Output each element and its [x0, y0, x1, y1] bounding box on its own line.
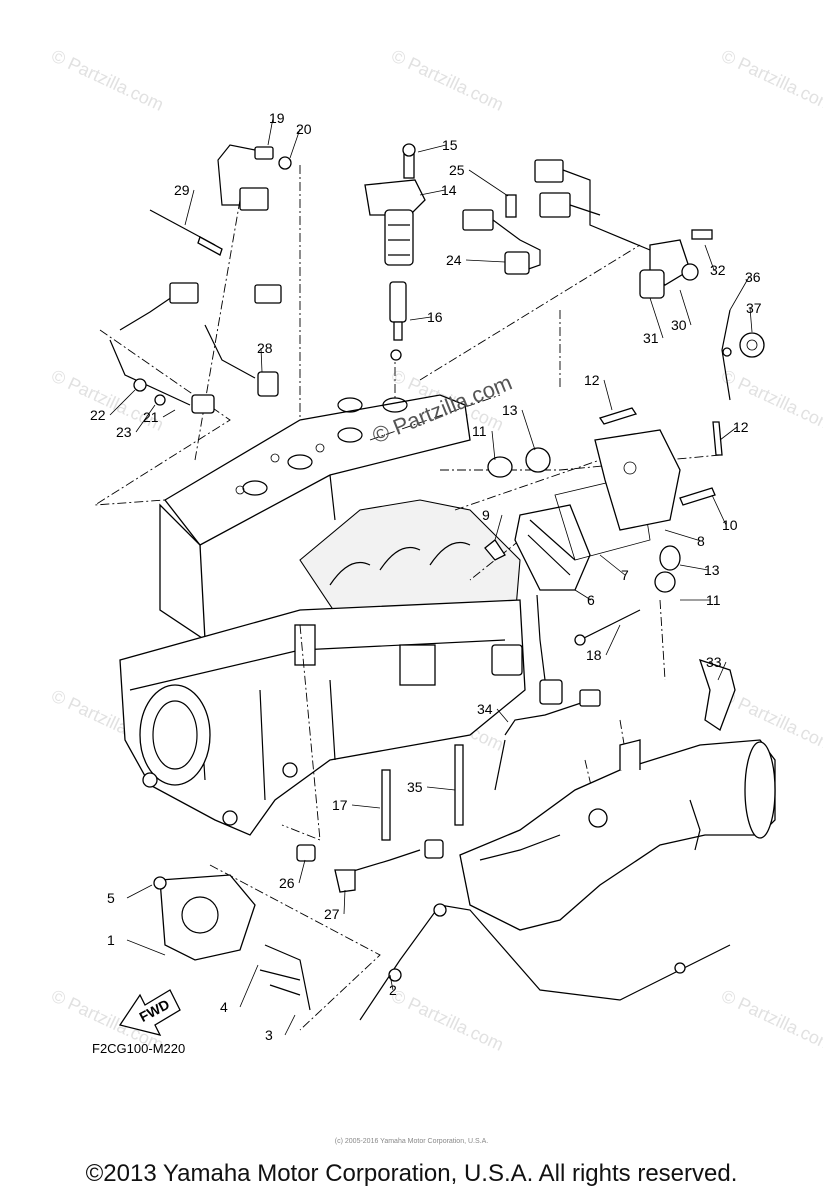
callout-4: 4 — [220, 999, 228, 1015]
throttle-body — [153, 839, 731, 1021]
callout-33: 33 — [706, 654, 722, 670]
tiny-copyright: (c) 2005-2016 Yamaha Motor Corporation, … — [334, 1138, 489, 1145]
callout-18: 18 — [586, 647, 602, 663]
callout-leader-16 — [409, 316, 432, 321]
callout-leader-34 — [496, 708, 509, 723]
callout-10: 10 — [722, 517, 738, 533]
callout-leader-33 — [717, 661, 727, 681]
callout-leader-9 — [494, 514, 503, 541]
callout-11: 11 — [472, 423, 487, 439]
callout-leader-26 — [298, 859, 306, 884]
callout-24: 24 — [446, 252, 462, 268]
watermark: © Partzilla.com — [388, 45, 506, 114]
callout-15: 15 — [442, 137, 458, 153]
callout-32: 32 — [710, 262, 726, 278]
clamp-grommet — [721, 309, 765, 401]
callout-5: 5 — [107, 890, 115, 906]
callout-leader-10 — [711, 494, 727, 526]
watermark: © Partzilla.com — [718, 985, 823, 1054]
callout-leader-27 — [343, 889, 346, 915]
callout-leader-24 — [465, 259, 506, 263]
callout-8: 8 — [697, 533, 705, 549]
callout-37: 37 — [746, 300, 762, 316]
watermark: © Partzilla.com — [48, 45, 166, 114]
callout-23: 23 — [116, 424, 132, 440]
callout-leader-12 — [603, 379, 613, 411]
callout-31: 31 — [643, 330, 659, 346]
callout-leader-15 — [417, 144, 447, 153]
callout-20: 20 — [296, 121, 312, 137]
copyright-footer: ©2013 Yamaha Motor Corporation, U.S.A. A… — [85, 1160, 738, 1187]
callout-12: 12 — [733, 419, 749, 435]
ignition-coil — [364, 143, 426, 361]
callout-leader-19 — [267, 117, 274, 146]
ecu-assembly — [484, 407, 723, 705]
callout-leader-28 — [260, 347, 263, 373]
crank-sensor — [462, 194, 541, 275]
callout-leader-7 — [599, 554, 626, 576]
callout-27: 27 — [324, 906, 340, 922]
callout-1: 1 — [107, 932, 115, 948]
callout-leader-32 — [704, 244, 715, 271]
callout-leader-6 — [574, 589, 592, 601]
callout-25: 25 — [449, 162, 465, 178]
callout-leader-8 — [664, 529, 702, 542]
callout-leader-5 — [126, 884, 153, 899]
callout-leader-14 — [419, 189, 446, 196]
callout-leader-37 — [749, 307, 753, 333]
callout-leader-2 — [389, 974, 394, 991]
callout-leader-11 — [491, 430, 496, 461]
callout-leader-13 — [521, 409, 536, 451]
callout-leader-21 — [162, 409, 176, 418]
callout-leader-22 — [109, 389, 136, 416]
callout-leader-31 — [649, 297, 664, 339]
callout-leader-18 — [605, 624, 621, 656]
callout-leader-36 — [729, 276, 750, 311]
watermark: © Partzilla.com — [388, 985, 506, 1054]
callout-12: 12 — [584, 372, 600, 388]
callout-3: 3 — [265, 1027, 273, 1043]
callout-26: 26 — [279, 875, 295, 891]
callout-leader-23 — [135, 404, 156, 433]
sensors-top-left — [109, 144, 292, 414]
callout-leader-1 — [126, 939, 166, 956]
callout-11: 11 — [706, 592, 721, 608]
callout-2: 2 — [389, 982, 397, 998]
callout-35: 35 — [407, 779, 423, 795]
callout-21: 21 — [143, 409, 159, 425]
callout-30: 30 — [671, 317, 687, 333]
callout-34: 34 — [477, 701, 493, 717]
engine-block — [119, 394, 526, 836]
callout-leader-35 — [426, 786, 456, 791]
callout-leader-30 — [679, 289, 692, 326]
callout-leader-25 — [468, 169, 509, 197]
callout-28: 28 — [257, 340, 273, 356]
exhaust-pipe — [459, 739, 776, 931]
callout-leader-29 — [184, 189, 195, 226]
callout-leader-20 — [289, 128, 301, 159]
callout-leader-17 — [351, 804, 381, 809]
watermark: © Partzilla.com — [718, 45, 823, 114]
callout-leader-12 — [719, 426, 738, 441]
misc-parts — [381, 609, 736, 841]
wire-harness — [534, 159, 713, 299]
figure-code: F2CG100-M220 — [92, 1041, 186, 1056]
callout-13: 13 — [704, 562, 720, 578]
callout-19: 19 — [269, 110, 285, 126]
callout-36: 36 — [745, 269, 761, 285]
callout-7: 7 — [621, 567, 629, 583]
callout-9: 9 — [482, 507, 490, 523]
callout-16: 16 — [427, 309, 443, 325]
callout-17: 17 — [332, 797, 348, 813]
callout-layer: 1234567891011111212131314151617181920212… — [90, 110, 762, 1043]
callout-14: 14 — [441, 182, 457, 198]
callout-leader-4 — [239, 964, 259, 1008]
callout-leader-3 — [284, 1014, 296, 1036]
callout-6: 6 — [587, 592, 595, 608]
callout-13: 13 — [502, 402, 518, 418]
callout-29: 29 — [174, 182, 190, 198]
callout-leader-13 — [679, 564, 709, 571]
callout-22: 22 — [90, 407, 106, 423]
